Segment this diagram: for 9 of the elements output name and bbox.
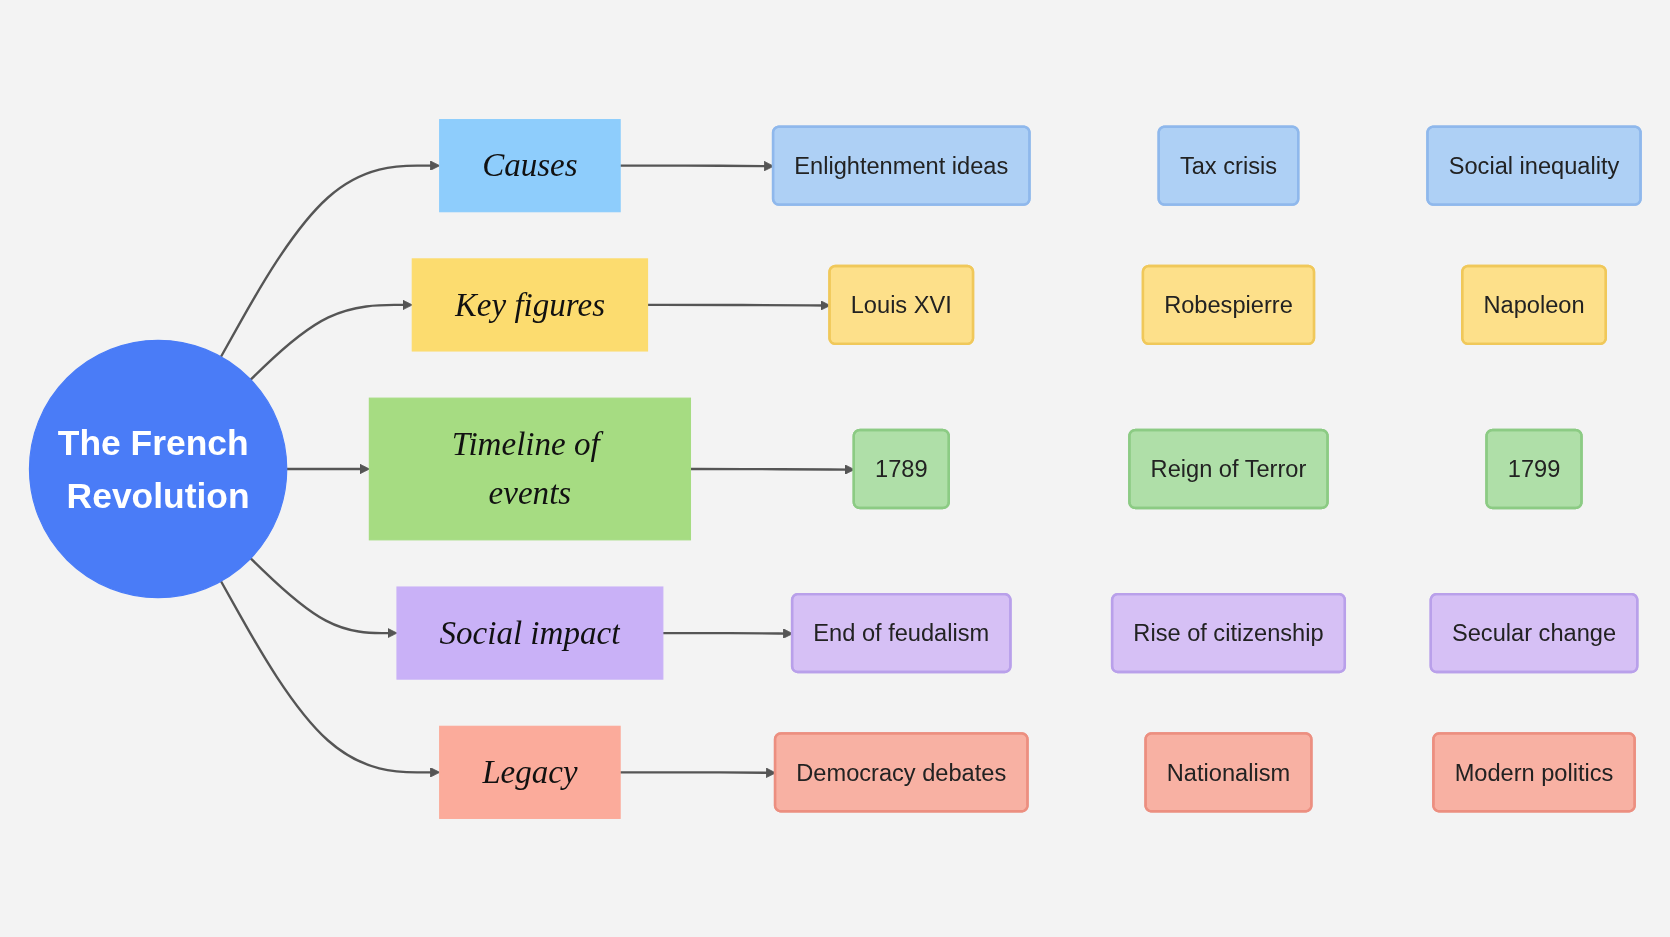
arrow (249, 557, 398, 638)
node-box: Social impact (396, 585, 664, 680)
node-box: Causes (439, 118, 621, 212)
node-box: Key figures (411, 257, 649, 352)
node-circle: The French Revolution (28, 339, 288, 598)
node-box: Timeline of events (368, 397, 692, 540)
node-box: Legacy (439, 725, 621, 819)
arrow (286, 463, 370, 474)
arrow (249, 299, 413, 380)
